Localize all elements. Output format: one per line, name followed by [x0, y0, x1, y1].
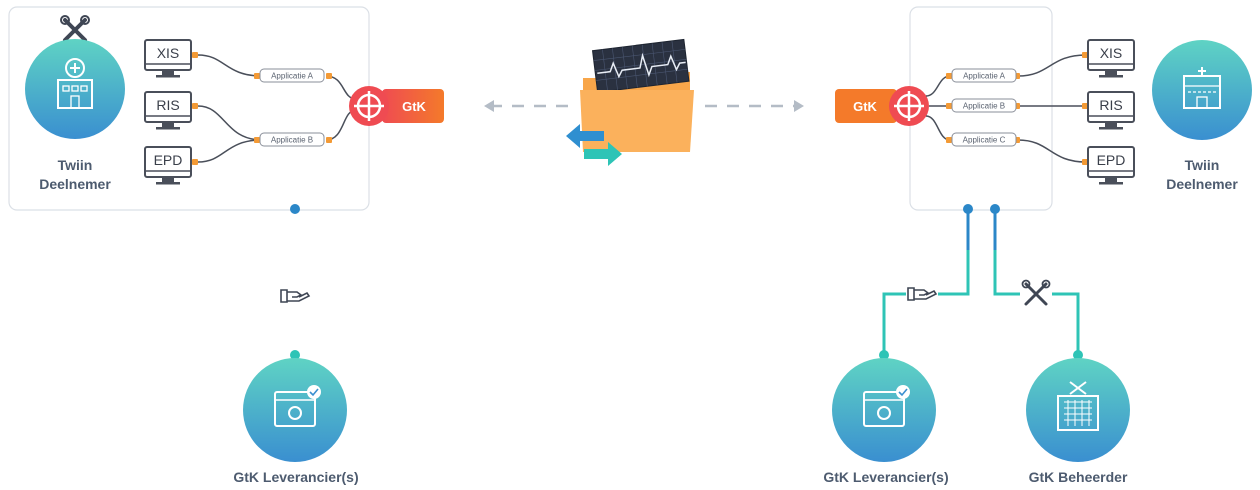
right-dashed-arrow	[705, 100, 804, 112]
handshake-icon	[279, 282, 311, 308]
folder-icon	[580, 38, 694, 152]
left-participant-label-1: Twiin	[58, 157, 93, 173]
right-supplier-label: GtK Leverancier(s)	[823, 469, 948, 485]
left-system-ris: RIS	[156, 97, 179, 113]
settings-window-icon	[832, 358, 936, 462]
right-manager-label: GtK Beheerder	[1029, 469, 1128, 485]
right-app-a: Applicatie A	[951, 68, 1017, 83]
right-participant-label-2: Deelnemer	[1166, 176, 1238, 192]
tools-icon	[60, 15, 90, 42]
exchange-arrows-icon	[566, 124, 622, 166]
left-supplier-label: GtK Leverancier(s)	[233, 469, 358, 485]
right-app-c: Applicatie C	[951, 132, 1017, 147]
right-app-b: Applicatie B	[951, 98, 1017, 113]
left-monitor-xis: XIS	[144, 39, 192, 79]
left-app-b-label: Applicatie B	[271, 136, 313, 145]
right-system-ris: RIS	[1099, 97, 1122, 113]
left-dashed-arrow	[484, 100, 570, 112]
left-participant-label-2: Deelnemer	[39, 176, 111, 192]
settings-window-icon	[243, 358, 347, 462]
left-system-epd: EPD	[154, 152, 183, 168]
right-gateway-label: GtK	[853, 99, 877, 114]
right-app-a-label: Applicatie A	[963, 72, 1005, 81]
building-icon	[1026, 358, 1130, 462]
right-monitor-ris: RIS	[1087, 91, 1135, 131]
left-gateway: GtK	[349, 86, 444, 126]
ecg-icon	[591, 38, 690, 93]
left-system-xis: XIS	[157, 45, 180, 61]
left-monitor-epd: EPD	[144, 146, 192, 186]
right-monitor-xis: XIS	[1087, 39, 1135, 79]
tools-icon	[1020, 279, 1052, 308]
right-gateway: GtK	[835, 86, 929, 126]
left-app-a-label: Applicatie A	[271, 72, 313, 81]
right-system-xis: XIS	[1100, 45, 1123, 61]
hospital-icon	[1152, 40, 1252, 140]
right-monitor-epd: EPD	[1087, 146, 1135, 186]
left-app-a: Applicatie A	[259, 68, 325, 83]
handshake-icon	[906, 280, 938, 306]
hospital-icon	[25, 39, 125, 139]
right-app-b-label: Applicatie B	[963, 102, 1005, 111]
left-monitor-ris: RIS	[144, 91, 192, 131]
right-app-c-label: Applicatie C	[963, 136, 1006, 145]
left-app-b: Applicatie B	[259, 132, 325, 147]
left-gateway-label: GtK	[402, 99, 426, 114]
right-participant-label-1: Twiin	[1185, 157, 1220, 173]
right-system-epd: EPD	[1097, 152, 1126, 168]
